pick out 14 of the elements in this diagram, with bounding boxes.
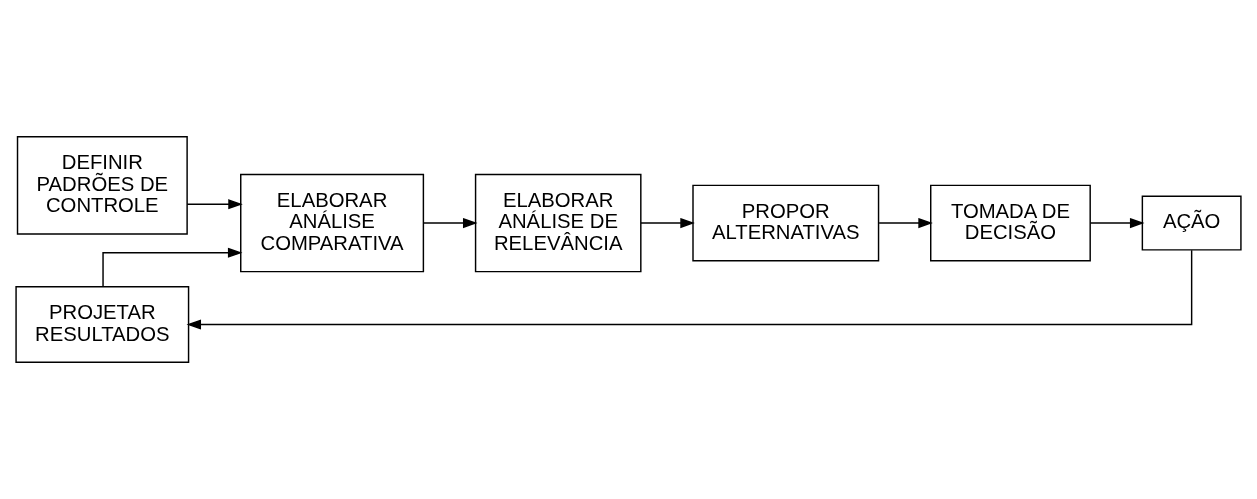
node-box: TOMADA DE DECISÃO [930, 184, 1091, 262]
node-box: ELABORAR ANÁLISE COMPARATIVA [240, 173, 425, 273]
arrow [186, 249, 1193, 330]
node-box: PROJETAR RESULTADOS [15, 286, 190, 363]
arrow [422, 217, 478, 229]
arrow [102, 247, 243, 288]
node-box: DEFINIR PADRÕES DE CONTROLE [16, 136, 188, 235]
node-box: AÇÃO [1141, 195, 1242, 251]
arrow [1089, 217, 1145, 229]
node-box: PROPOR ALTERNATIVAS [692, 184, 880, 262]
arrow [640, 217, 695, 229]
node-box: ELABORAR ANÁLISE DE RELEVÂNCIA [474, 173, 642, 273]
arrow [878, 217, 933, 229]
arrow [186, 199, 243, 210]
